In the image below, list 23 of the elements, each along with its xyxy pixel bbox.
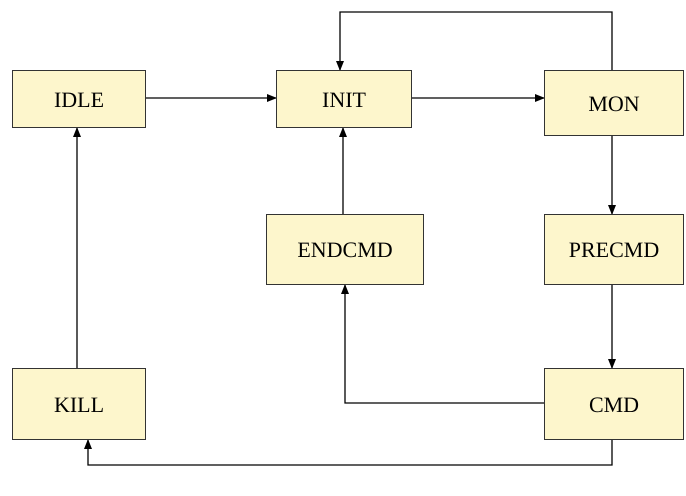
arrow xyxy=(412,94,545,102)
state-box xyxy=(544,368,684,440)
state-label: ENDCMD xyxy=(297,236,393,264)
arrow xyxy=(73,127,81,368)
state-label: MON xyxy=(588,90,640,118)
state-box xyxy=(12,70,146,128)
state-label: CMD xyxy=(588,390,640,418)
state-label: INIT xyxy=(322,86,366,114)
arrow xyxy=(608,285,616,369)
arrow xyxy=(341,284,544,404)
arrow xyxy=(339,127,347,214)
state-box xyxy=(544,70,684,136)
state-label: IDLE xyxy=(54,86,104,114)
state-box xyxy=(12,368,146,440)
state-box xyxy=(276,70,412,128)
state-box xyxy=(266,214,424,285)
arrow xyxy=(84,439,613,466)
state-box xyxy=(544,214,684,285)
state-label: PRECMD xyxy=(568,236,660,264)
arrow xyxy=(336,11,613,71)
state-label: KILL xyxy=(54,390,104,418)
arrow xyxy=(608,136,616,215)
arrow xyxy=(146,94,277,102)
